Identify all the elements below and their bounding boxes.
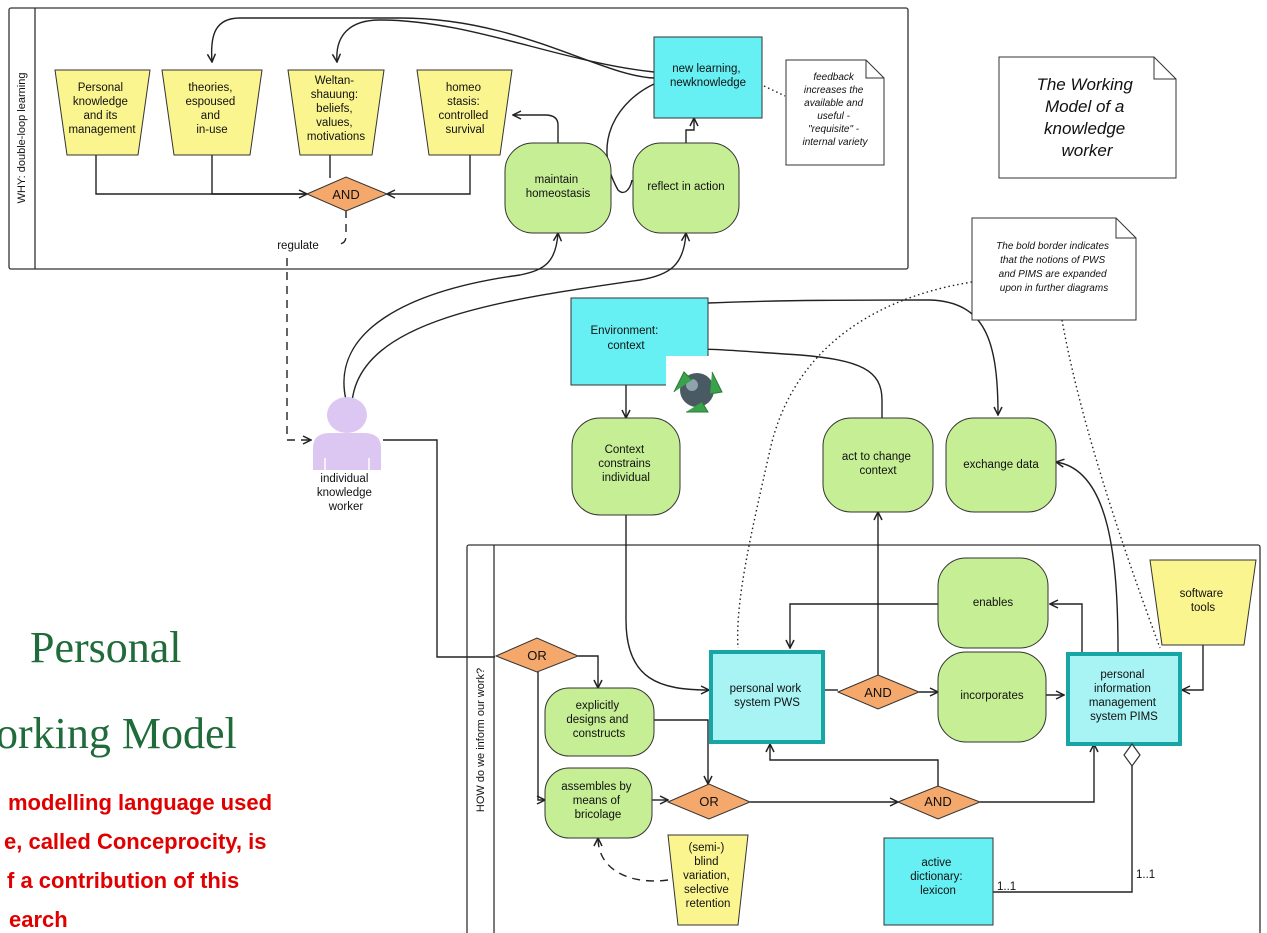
node-enables: enables [937,557,1049,649]
svg-text:Environment: context: Environment: context [591,325,662,352]
multiplicity-left: 1..1 [997,881,1016,893]
aggregation-diamond-icon [1123,742,1141,768]
svg-text:(semi-) blind vari: (semi-) blind variation, selective reten… [683,842,733,910]
node-act-to-change: act to change context [822,417,934,513]
svg-text:OR: OR [699,794,719,809]
svg-text:reflect in action: reflect in action [647,181,724,193]
svg-text:software tools: software tools [1180,588,1227,614]
node-assembles: assembles by means of bricolage [544,767,653,839]
svg-text:act to change context: act to change context [842,451,914,477]
svg-text:personal information: personal information management system P… [1089,669,1159,723]
node-active-dictionary: active dictionary: lexicon [883,837,994,926]
svg-text:enables: enables [973,597,1014,609]
node-theories: theories, espoused and in-use [161,69,263,156]
svg-text:homeo stasis: cont: homeo stasis: controlled survival [438,82,491,136]
node-or-mid: OR [666,783,752,820]
svg-text:The Working Model of a: The Working Model of a knowledge worker [1036,75,1137,160]
svg-text:The bold border indicates: The bold border indicates that the notio… [996,241,1112,294]
slide-title-line-1: Personal [30,623,182,672]
svg-text:AND: AND [332,187,359,202]
slide-title-line-2: orking Model [0,709,237,758]
slide-subtitle-line-1: modelling language used [8,790,273,815]
svg-text:AND: AND [924,794,951,809]
how-lane-label: HOW do we inform our work? [475,668,487,812]
node-personal-knowledge: Personal knowledge and its management [54,69,151,156]
node-weltanschauung: Weltan- shauung: beliefs, values, motiva… [287,69,385,156]
svg-text:incorporates: incorporates [960,690,1024,702]
svg-text:explicitly designs and: explicitly designs and constructs [566,700,631,740]
node-blind-variation: (semi-) blind variation, selective reten… [667,834,749,926]
node-pws: personal work system PWS [709,650,825,744]
worker-avatar: individual knowledge worker [313,397,381,513]
svg-text:regulate: regulate [277,240,319,252]
svg-text:individual knowledge: individual knowledge worker [317,473,375,513]
note-bold-border: The bold border indicates that the notio… [971,217,1137,321]
slide-subtitle-line-3: f a contribution of this [7,868,240,893]
node-reflect-in-action: reflect in action [632,142,740,234]
node-and-gate-why: AND [305,176,389,212]
node-explicitly: explicitly designs and constructs [544,687,655,757]
node-incorporates: incorporates [937,651,1047,743]
note-title: The Working Model of a knowledge worker [998,56,1177,179]
node-software-tools: software tools [1149,559,1257,646]
svg-text:theories, espoused: theories, espoused and in-use [185,82,238,136]
svg-text:personal work system PWS: personal work system PWS [730,683,805,709]
note-feedback: feedback increases the available and use… [785,59,885,166]
node-and-mid: AND [836,674,921,710]
slide-subtitle-line-4: earch [9,907,68,932]
svg-text:AND: AND [864,685,891,700]
node-pims: personal information management system P… [1066,652,1182,746]
svg-text:exchange data: exchange data [963,459,1039,471]
svg-text:Weltan- shauung: b: Weltan- shauung: beliefs, values, motiva… [307,75,365,143]
svg-text:active dictionary:: active dictionary: lexicon [910,857,966,897]
recycle-icon [666,356,728,426]
node-or-top: OR [494,637,580,673]
regulate-label: regulate [272,236,324,252]
svg-text:OR: OR [527,648,547,663]
svg-text:maintain homeostasis: maintain homeostasis [526,174,591,200]
svg-text:assembles by means of: assembles by means of bricolage [561,781,635,821]
how-lane: HOW do we inform our work? [466,544,1261,933]
svg-text:new learning, newknowled: new learning, newknowledge [670,63,746,89]
node-new-learning: new learning, newknowledge [653,36,763,119]
slide-subtitle-line-2: e, called Conceprocity, is [4,829,267,854]
node-maintain-homeostasis: maintain homeostasis [504,142,612,234]
svg-text:feedback increases the: feedback increases the available and use… [802,72,868,148]
multiplicity-right: 1..1 [1136,869,1155,881]
node-homeostasis-goal: homeo stasis: controlled survival [416,69,513,156]
connectors [95,17,1204,893]
node-and-bottom: AND [896,785,982,820]
svg-text:Personal knowledge: Personal knowledge and its management [68,82,136,136]
svg-text:Context constrains: Context constrains individual [598,444,654,484]
node-exchange-data: exchange data [945,417,1057,513]
why-lane-label: WHY: double-loop learning [16,73,28,204]
node-context-constrains: Context constrains individual [571,417,681,516]
